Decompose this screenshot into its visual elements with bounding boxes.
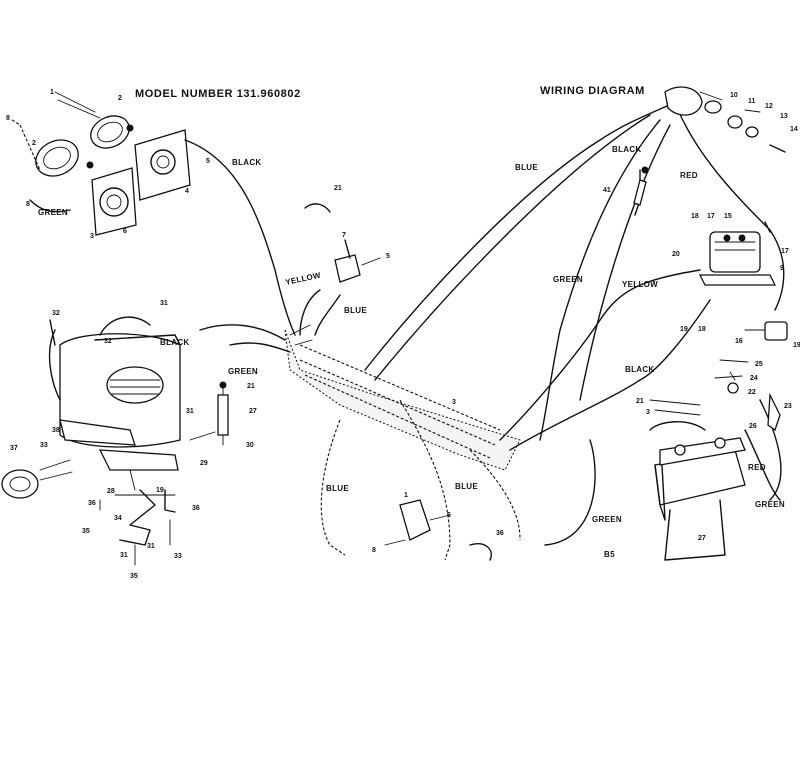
callout-3-left: 3 bbox=[90, 233, 94, 240]
wire-label-black-right: BLACK bbox=[612, 145, 642, 154]
callout-38: 38 bbox=[52, 427, 60, 434]
callout-19-far: 19 bbox=[793, 342, 800, 349]
headlight-assembly bbox=[11, 91, 191, 236]
callout-35-bottom: 35 bbox=[130, 573, 138, 580]
wire-label-green-left: GREEN bbox=[38, 208, 68, 217]
wiring-diagram-title: WIRING DIAGRAM bbox=[540, 85, 645, 97]
callout-22: 22 bbox=[748, 389, 756, 396]
callout-36-right: 36 bbox=[192, 505, 200, 512]
callout-36-left: 36 bbox=[88, 500, 96, 507]
callout-32: 32 bbox=[52, 310, 60, 317]
wire-label-yellow-right: YELLOW bbox=[622, 280, 658, 289]
wire-label-green-mid: GREEN bbox=[553, 275, 583, 284]
callout-1-key: 1 bbox=[404, 492, 408, 499]
wire-label-green-battery: GREEN bbox=[592, 515, 622, 524]
callout-36-key: 36 bbox=[496, 530, 504, 537]
callout-18-top: 18 bbox=[691, 213, 699, 220]
callout-11: 11 bbox=[748, 98, 756, 105]
callout-8-left: 8 bbox=[26, 201, 30, 208]
callout-9: 9 bbox=[780, 265, 784, 272]
fuse-holder bbox=[633, 166, 649, 206]
callout-18-right: 18 bbox=[698, 326, 706, 333]
callout-5-top: 5 bbox=[206, 158, 210, 165]
callout-23: 23 bbox=[784, 403, 792, 410]
ignition-switch bbox=[304, 203, 381, 283]
callout-10: 10 bbox=[730, 92, 738, 99]
engine-small-parts bbox=[99, 381, 229, 566]
callout-25: 25 bbox=[755, 361, 763, 368]
callout-41: 41 bbox=[603, 187, 611, 194]
model-number-title: MODEL NUMBER 131.960802 bbox=[135, 88, 301, 100]
callout-31-bottom: 31 bbox=[120, 552, 128, 559]
callout-2: 2 bbox=[118, 95, 122, 102]
wire-label-yellow-left: YELLOW bbox=[285, 271, 322, 287]
wire-label-red-battery: RED bbox=[748, 463, 766, 472]
callout-3-harness: 3 bbox=[452, 399, 456, 406]
callout-3-right: 3 bbox=[646, 409, 650, 416]
callout-31-lower: 31 bbox=[147, 543, 155, 550]
callout-19-engine: 19 bbox=[156, 487, 164, 494]
callout-28: 28 bbox=[107, 488, 115, 495]
callout-6-key: 6 bbox=[447, 512, 451, 519]
callout-8-top: 8 bbox=[6, 115, 10, 122]
callout-15: 15 bbox=[724, 213, 732, 220]
callout-17-right: 17 bbox=[781, 248, 789, 255]
callout-17-top: 17 bbox=[707, 213, 715, 220]
wire-label-black-lower: BLACK bbox=[625, 365, 655, 374]
wire-label-black-engine: BLACK bbox=[160, 338, 190, 347]
connector-stack bbox=[664, 86, 786, 153]
callout-24: 24 bbox=[750, 375, 758, 382]
callout-31-engine: 31 bbox=[186, 408, 194, 415]
callout-21-top: 21 bbox=[334, 185, 342, 192]
callout-20: 20 bbox=[672, 251, 680, 258]
wire-label-blue-lower-right: BLUE bbox=[455, 482, 478, 491]
callout-33-lower: 33 bbox=[174, 553, 182, 560]
callout-1: 1 bbox=[50, 89, 54, 96]
callout-30: 30 bbox=[246, 442, 254, 449]
callout-12: 12 bbox=[765, 103, 773, 110]
callout-13: 13 bbox=[780, 113, 788, 120]
footer-code: B5 bbox=[604, 550, 615, 559]
callout-35-left: 35 bbox=[82, 528, 90, 535]
wire-label-blue-bottom: BLUE bbox=[326, 484, 349, 493]
callout-2-left: 2 bbox=[32, 140, 36, 147]
callout-6: 6 bbox=[123, 228, 127, 235]
callout-21-engine: 21 bbox=[247, 383, 255, 390]
callout-4: 4 bbox=[185, 188, 189, 195]
key-switch bbox=[384, 499, 492, 561]
callout-29: 29 bbox=[200, 460, 208, 467]
right-side-parts bbox=[649, 321, 788, 432]
part-callouts: 1 2 8 2 5 4 8 3 6 21 7 5 32 32 31 21 31 … bbox=[6, 89, 800, 580]
callout-37: 37 bbox=[10, 445, 18, 452]
callout-33: 33 bbox=[40, 442, 48, 449]
wire-label-blue-mid: BLUE bbox=[344, 306, 367, 315]
callout-21-right: 21 bbox=[636, 398, 644, 405]
wire-label-blue-top: BLUE bbox=[515, 163, 538, 172]
callout-5-switch: 5 bbox=[386, 253, 390, 260]
callout-8-key: 8 bbox=[372, 547, 376, 554]
callout-7-switch: 7 bbox=[342, 232, 346, 239]
callout-34: 34 bbox=[114, 515, 122, 522]
callout-14: 14 bbox=[790, 126, 798, 133]
callout-31-top: 31 bbox=[160, 300, 168, 307]
wire-label-green-engine: GREEN bbox=[228, 367, 258, 376]
wire-label-green-right: GREEN bbox=[755, 500, 785, 509]
wire-label-red-top: RED bbox=[680, 171, 698, 180]
callout-16: 16 bbox=[735, 338, 743, 345]
callout-27-battery: 27 bbox=[698, 535, 706, 542]
wire-label-black: BLACK bbox=[232, 158, 262, 167]
solenoid-assembly bbox=[698, 221, 777, 286]
wire-harness bbox=[284, 324, 521, 471]
engine-assembly bbox=[1, 316, 181, 499]
callout-32b: 32 bbox=[104, 338, 112, 345]
callout-19-right: 19 bbox=[680, 326, 688, 333]
callout-26: 26 bbox=[749, 423, 757, 430]
callout-27: 27 bbox=[249, 408, 257, 415]
battery bbox=[649, 421, 746, 561]
